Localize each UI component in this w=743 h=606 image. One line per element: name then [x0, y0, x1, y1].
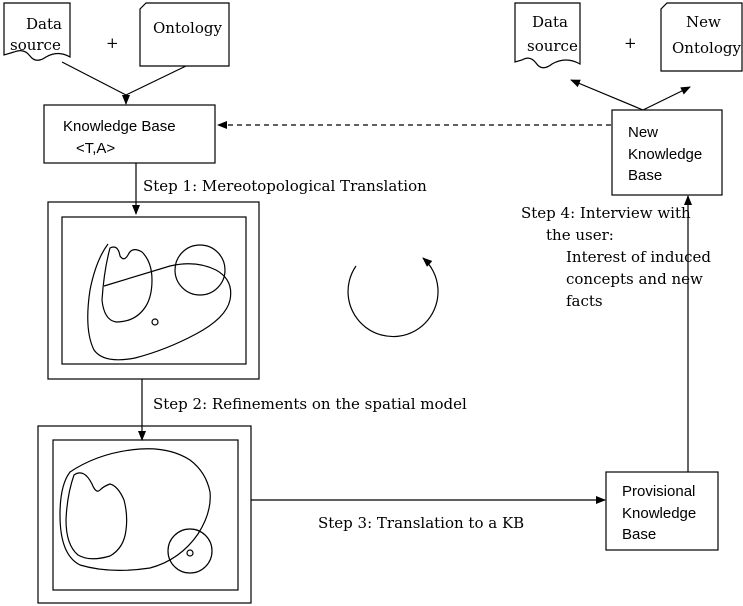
- right-plus: +: [624, 34, 637, 52]
- right-data-source-document: Data source: [514, 2, 581, 69]
- step3-label: Step 3: Translation to a KB: [318, 514, 524, 532]
- knowledge-base-tuple: <T,A>: [76, 140, 115, 157]
- step2-label: Step 2: Refinements on the spatial model: [153, 395, 467, 413]
- spatial-model-1: [47, 201, 260, 380]
- arrow-to-output-datasource: [570, 79, 644, 111]
- step4-line3: Interest of induced: [566, 248, 711, 266]
- right-new-ontology-document: New Ontology: [660, 2, 743, 72]
- provisional-kb-line3: Base: [622, 526, 656, 543]
- left-data-source-document: Data source: [3, 2, 71, 61]
- right-data-source-line2: source: [527, 37, 578, 55]
- step4-line2: the user:: [546, 226, 614, 244]
- step1-label: Step 1: Mereotopological Translation: [143, 177, 427, 195]
- provisional-knowledge-base-box: Provisional Knowledge Base: [605, 471, 719, 551]
- new-knowledge-base-box: New Knowledge Base: [611, 109, 723, 196]
- provisional-kb-line2: Knowledge: [622, 505, 696, 522]
- step4-line1: Step 4: Interview with: [521, 204, 691, 222]
- cycle-arrow: [347, 257, 439, 338]
- right-data-source-line1: Data: [532, 13, 568, 31]
- left-ontology-document: Ontology: [139, 2, 230, 67]
- step4-line5: facts: [566, 292, 603, 310]
- new-kb-line1: New: [628, 124, 658, 141]
- left-data-source-line2: source: [10, 36, 61, 54]
- right-new-ontology-line2: Ontology: [672, 39, 741, 57]
- right-new-ontology-line1: New: [686, 13, 721, 31]
- provisional-kb-line1: Provisional: [622, 483, 695, 500]
- step4-label: Step 4: Interview with the user: Interes…: [521, 204, 711, 310]
- left-plus: +: [106, 34, 119, 52]
- knowledge-base-box: Knowledge Base <T,A>: [43, 104, 216, 164]
- left-data-source-line1: Data: [26, 15, 62, 33]
- arrow-ontology-merge: [125, 65, 187, 96]
- step4-line4: concepts and new: [566, 270, 703, 288]
- new-kb-line3: Base: [628, 167, 662, 184]
- arrow-to-new-ontology: [642, 86, 691, 111]
- new-kb-line2: Knowledge: [628, 146, 702, 163]
- knowledge-base-title: Knowledge Base: [63, 118, 176, 135]
- spatial-model-2: [37, 425, 252, 604]
- left-ontology-label: Ontology: [153, 19, 222, 37]
- arrow-datasource-merge: [61, 61, 127, 96]
